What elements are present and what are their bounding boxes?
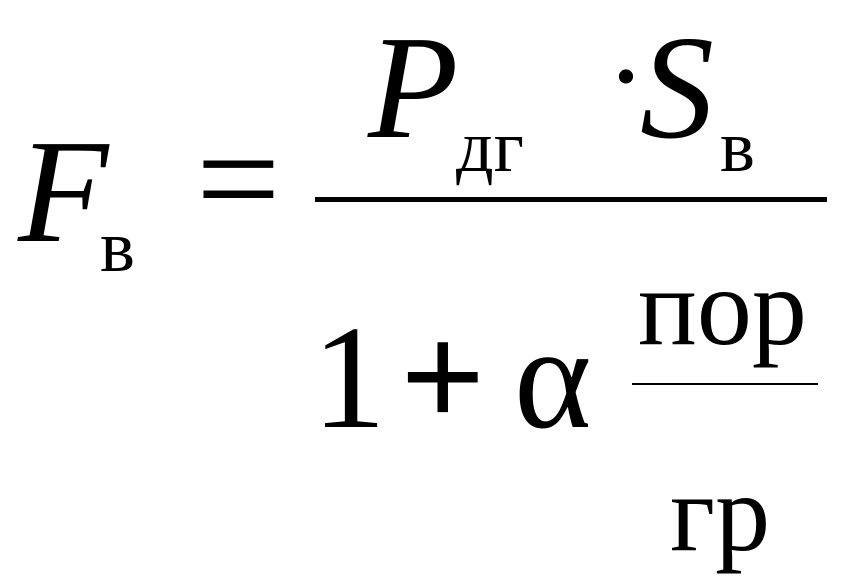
inner-fraction-numerator: пор (638, 246, 807, 368)
lhs-subscript: в (100, 206, 135, 288)
equals-sign: = (196, 96, 281, 262)
inner-fraction-bar (632, 383, 818, 385)
denominator-plus-sign: + (400, 294, 486, 460)
main-fraction-bar (315, 197, 827, 202)
numerator-area-symbol: S (640, 6, 714, 170)
numerator-area-subscript: в (720, 106, 755, 188)
denominator-alpha-symbol: α (514, 296, 592, 460)
numerator-pressure-symbol: P (368, 6, 459, 170)
lhs-force-symbol: F (18, 110, 109, 274)
inner-fraction-denominator: гр (670, 452, 771, 574)
numerator-pressure-subscript: дг (456, 106, 525, 188)
denominator-one: 1 (312, 296, 386, 460)
multiplication-dot: · (606, 9, 646, 142)
